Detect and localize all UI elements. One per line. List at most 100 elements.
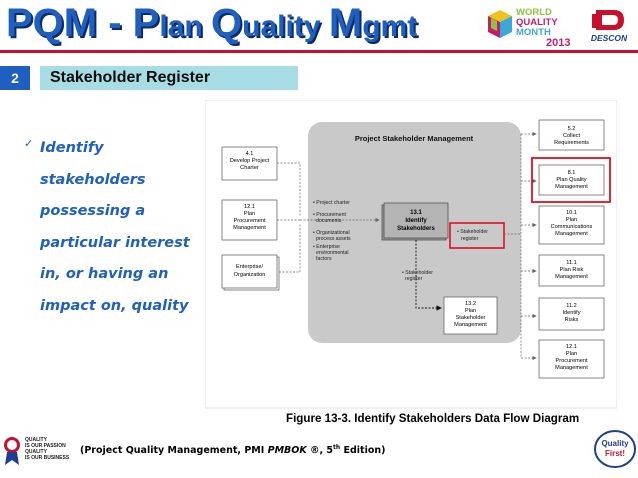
output-connectors (504, 131, 537, 361)
quality-first-badge: Quality First! (594, 430, 636, 468)
output-line: Management (555, 231, 588, 237)
input-label: environmental (316, 250, 349, 256)
output-num: 10.1 (566, 210, 577, 216)
input-line: Develop Project (230, 158, 270, 164)
process-line: Plan (465, 308, 476, 314)
output-line: Procurement (555, 358, 587, 364)
checkmark-icon: ✓ (24, 138, 34, 150)
input-label: factors (316, 256, 332, 262)
bullet-line: impact on, quality (40, 297, 189, 314)
output-box-plan-risk: 11.1 Plan Risk Management (538, 254, 605, 287)
descon-mark-icon (592, 10, 624, 30)
output-line: Collect (563, 133, 581, 139)
citation-em: PMBOK ® (267, 445, 320, 457)
title-part-4: uality (242, 10, 329, 43)
output-label: register (461, 236, 479, 242)
source-citation: (Project Quality Management, PMI PMBOK ®… (80, 444, 385, 456)
tagline-line: QUALITY (25, 449, 47, 455)
cube-icon (488, 10, 512, 38)
output-label: • Stakeholder (457, 229, 488, 235)
output-num: 12.1 (566, 344, 577, 350)
output-line: Risks (565, 317, 579, 323)
bullet-text: Identify stakeholders possessing a parti… (40, 133, 194, 322)
output-box-identify-risks: 11.2 Identify Risks (538, 297, 605, 331)
input-box-plan-procurement: 12.1 Plan Procurement Management (221, 199, 278, 241)
wqm-line-1: WORLD (516, 7, 552, 18)
output-line: Identify (562, 310, 580, 316)
page-title: PQM - Plan Quality Mgmt (6, 0, 417, 46)
world-quality-month-logo: WORLD QUALITY MONTH 2013 (484, 4, 578, 48)
tagline-line: IS OUR PASSION (25, 443, 66, 449)
title-part-5: M (328, 1, 363, 45)
descon-wordmark: DESCON (591, 33, 628, 43)
header-divider (0, 50, 638, 53)
bullet-line: Identify (40, 140, 104, 156)
panel-title: Project Stakeholder Management (355, 134, 474, 143)
citation-pre: (Project Quality Management, PMI (80, 445, 268, 457)
section-number: 2 (0, 66, 30, 90)
input-box-enterprise: Enterprise/ Organization (221, 254, 280, 291)
output-num: 11.2 (566, 303, 576, 309)
citation-post: Edition) (340, 445, 386, 457)
wqm-line-2: QUALITY (516, 17, 558, 28)
down-label: register (405, 276, 423, 282)
qfirst-line: First! (605, 449, 625, 458)
process-box-plan-stakeholder-mgmt: 13.2 Plan Stakeholder Management (443, 296, 498, 335)
bullet-line: in, or having an (40, 266, 169, 282)
output-num: 11.1 (566, 260, 576, 266)
qfirst-line: Quality (601, 439, 629, 448)
process-line: Management (454, 322, 487, 328)
down-label: • Stakeholder (402, 270, 433, 276)
input-box-develop-charter: 4.1 Develop Project Charter (221, 146, 278, 181)
title-part-2: lan (159, 10, 212, 43)
output-box-plan-procurement: 12.1 Plan Procurement Management (538, 339, 605, 379)
citation-mid: , 5 (319, 445, 334, 457)
process-num: 13.2 (465, 301, 476, 307)
output-line: Communications (551, 224, 593, 230)
wqm-line-4: 2013 (546, 37, 570, 48)
input-line: Plan (244, 211, 255, 217)
output-box-plan-quality: 8.1 Plan Quality Management (531, 157, 611, 203)
input-label: • Procurement (313, 212, 347, 218)
output-line: Management (555, 274, 588, 280)
output-line: Plan (566, 351, 577, 357)
down-connector (415, 240, 442, 311)
quality-badge-icon (4, 437, 20, 465)
input-line: Management (233, 225, 266, 231)
title-part-3: Q (211, 1, 243, 45)
wqm-line-3: MONTH (516, 27, 551, 38)
stakeholder-register-highlight (449, 222, 505, 249)
descon-logo: DESCON (591, 10, 628, 43)
process-box-identify-stakeholders: 13.1 Identify Stakeholders (381, 202, 449, 241)
output-box-collect-requirements: 5.2 Collect Requirements (538, 119, 605, 151)
input-line: Organization (234, 272, 266, 278)
input-num: 12.1 (244, 204, 255, 210)
bullet-line: stakeholders (40, 171, 146, 188)
input-label: • Enterprise (313, 244, 340, 250)
citation-sup: th (333, 444, 341, 451)
bullet-line: possessing a (40, 203, 146, 219)
data-flow-diagram: Project Stakeholder Management 4.1 Devel… (205, 100, 617, 409)
output-line: Plan (566, 217, 577, 223)
figure-caption: Figure 13-3. Identify Stakeholders Data … (286, 412, 580, 425)
process-line: Identify (405, 218, 427, 224)
input-label: documents (316, 218, 342, 224)
input-line: Procurement (233, 218, 265, 224)
process-line: Stakeholders (397, 226, 435, 232)
quality-passion-tagline: QUALITY IS OUR PASSION QUALITY IS OUR BU… (25, 437, 69, 461)
title-part-1: PQM - P (6, 1, 160, 45)
process-num: 13.1 (410, 210, 422, 216)
bullet-point: ✓ Identify stakeholders possessing a par… (24, 133, 194, 322)
input-line: Enterprise/ (236, 264, 263, 270)
output-box-plan-communications: 10.1 Plan Communications Management (538, 205, 605, 245)
input-label: • Organizational (313, 230, 350, 236)
bullet-line: particular interest (40, 234, 190, 251)
input-line: Charter (240, 165, 259, 171)
process-line: Stakeholder (456, 315, 486, 321)
output-line: Management (555, 365, 588, 371)
output-num: 5.2 (568, 126, 576, 132)
output-line: Management (555, 184, 588, 190)
tagline-line: QUALITY (25, 437, 47, 443)
title-part-6: gmt (362, 10, 418, 43)
output-line: Requirements (554, 140, 589, 146)
